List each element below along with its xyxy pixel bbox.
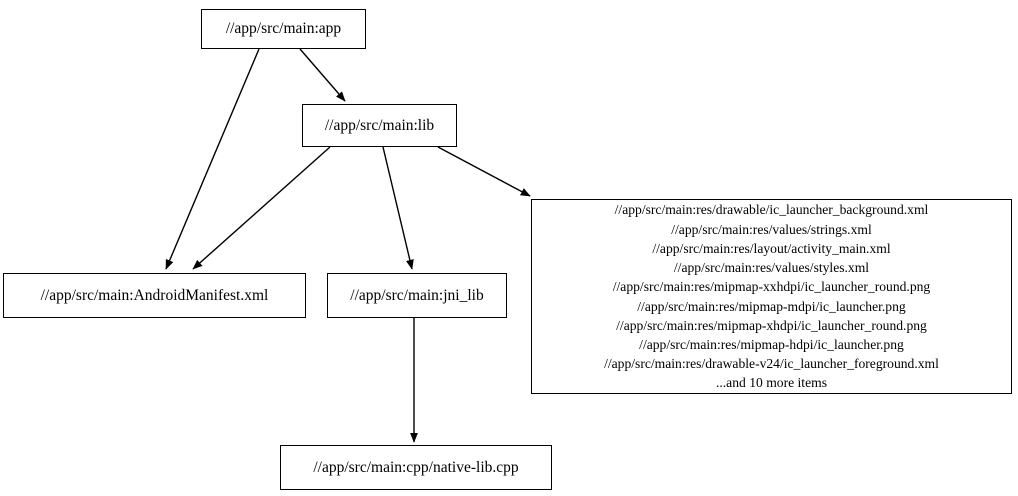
edge-app-to-lib xyxy=(299,48,346,102)
node-lib-label: //app/src/main:lib xyxy=(324,116,435,134)
node-jni-lib[interactable]: //app/src/main:jni_lib xyxy=(327,273,507,318)
node-app[interactable]: //app/src/main:app xyxy=(201,9,366,49)
edge-lib-to-jni-lib xyxy=(382,146,414,270)
node-jni-lib-label: //app/src/main:jni_lib xyxy=(350,286,484,304)
edge-lib-to-manifest xyxy=(192,146,331,270)
edge-app-to-manifest xyxy=(165,48,260,270)
node-resources-group-label: //app/src/main:res/drawable/ic_launcher_… xyxy=(604,202,939,391)
node-lib[interactable]: //app/src/main:lib xyxy=(302,104,457,147)
node-native-lib-cpp[interactable]: //app/src/main:cpp/native-lib.cpp xyxy=(280,445,552,490)
node-android-manifest[interactable]: //app/src/main:AndroidManifest.xml xyxy=(3,273,306,318)
node-app-label: //app/src/main:app xyxy=(225,20,342,38)
node-android-manifest-label: //app/src/main:AndroidManifest.xml xyxy=(40,286,269,304)
node-native-lib-cpp-label: //app/src/main:cpp/native-lib.cpp xyxy=(313,458,519,476)
node-resources-group[interactable]: //app/src/main:res/drawable/ic_launcher_… xyxy=(531,199,1012,394)
edge-lib-to-resources xyxy=(437,146,531,197)
